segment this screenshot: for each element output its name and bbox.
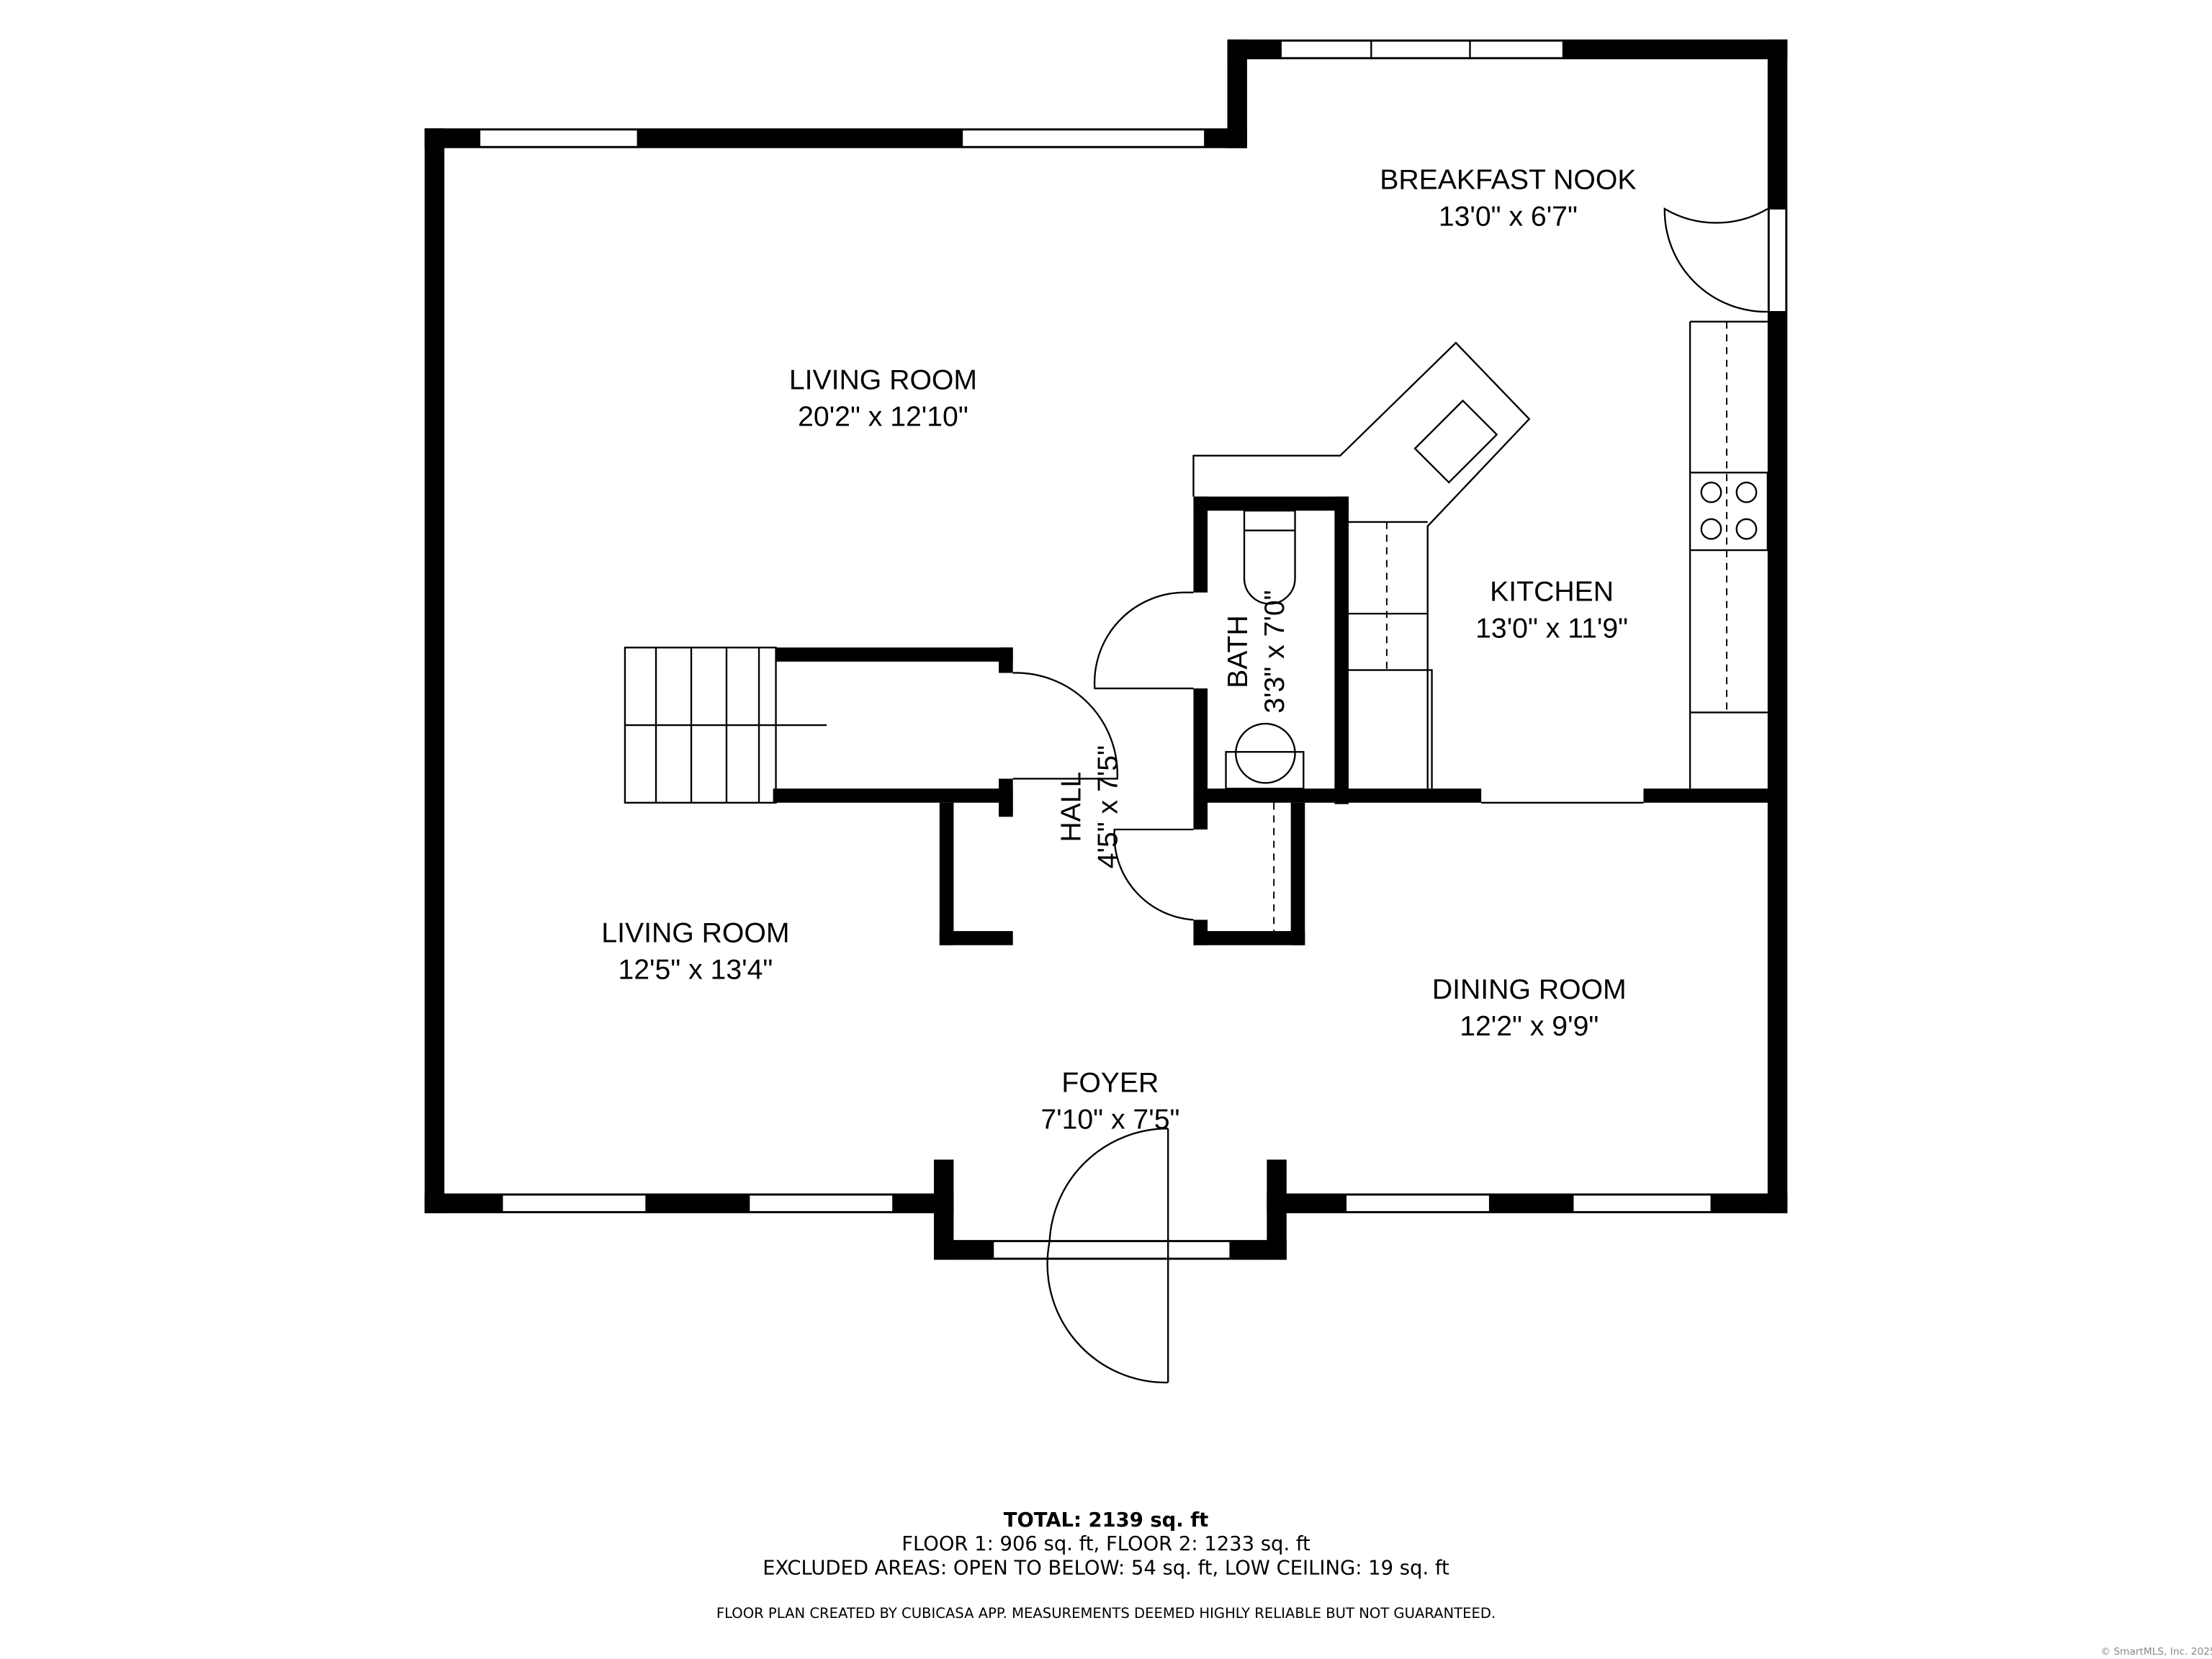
kitchen-sink xyxy=(1413,399,1498,484)
room-name: BATH xyxy=(1223,615,1254,688)
room-size: 12'2" x 9'9" xyxy=(1460,1011,1599,1042)
room-labels: BREAKFAST NOOK 13'0" x 6'7" LIVING ROOM … xyxy=(601,165,1636,1136)
stove-icon xyxy=(1700,481,1758,540)
bath-sink-icon xyxy=(1225,722,1305,790)
door-swings xyxy=(1012,207,1768,1384)
disclaimer: FLOOR PLAN CREATED BY CUBICASA APP. MEAS… xyxy=(716,1605,1496,1622)
room-name: HALL xyxy=(1056,772,1087,842)
room-size: 13'0" x 6'7" xyxy=(1439,201,1578,232)
room-name: LIVING ROOM xyxy=(601,918,789,949)
room-size: 4'5" x 7'5" xyxy=(1093,745,1124,868)
room-size: 7'10" x 7'5" xyxy=(1040,1104,1179,1135)
room-name: LIVING ROOM xyxy=(789,365,977,396)
kitchen-counter xyxy=(1192,341,1531,789)
copyright: © SmartMLS, Inc. 2025 xyxy=(2100,1646,2212,1658)
room-size: 13'0" x 11'9" xyxy=(1475,613,1628,644)
excluded-areas: EXCLUDED AREAS: OPEN TO BELOW: 54 sq. ft… xyxy=(763,1557,1449,1579)
room-name: KITCHEN xyxy=(1490,577,1614,608)
room-name: FOYER xyxy=(1061,1067,1159,1098)
floor-areas: FLOOR 1: 906 sq. ft, FLOOR 2: 1233 sq. f… xyxy=(902,1533,1310,1555)
interior-walls xyxy=(773,496,1778,945)
fixtures xyxy=(624,207,1769,1384)
room-size: 20'2" x 12'10" xyxy=(798,402,968,433)
room-name: DINING ROOM xyxy=(1432,974,1627,1005)
total-area: TOTAL: 2139 sq. ft xyxy=(1004,1509,1208,1532)
room-size: 3'3" x 7'0" xyxy=(1259,590,1290,714)
stairs xyxy=(624,647,827,804)
toilet-icon xyxy=(1243,510,1296,605)
footer: TOTAL: 2139 sq. ft FLOOR 1: 906 sq. ft, … xyxy=(716,1509,2212,1658)
room-size: 12'5" x 13'4" xyxy=(618,955,773,986)
kitchen-cabinets xyxy=(1689,320,1769,789)
windows xyxy=(479,40,1787,1259)
room-name: BREAKFAST NOOK xyxy=(1380,165,1636,196)
